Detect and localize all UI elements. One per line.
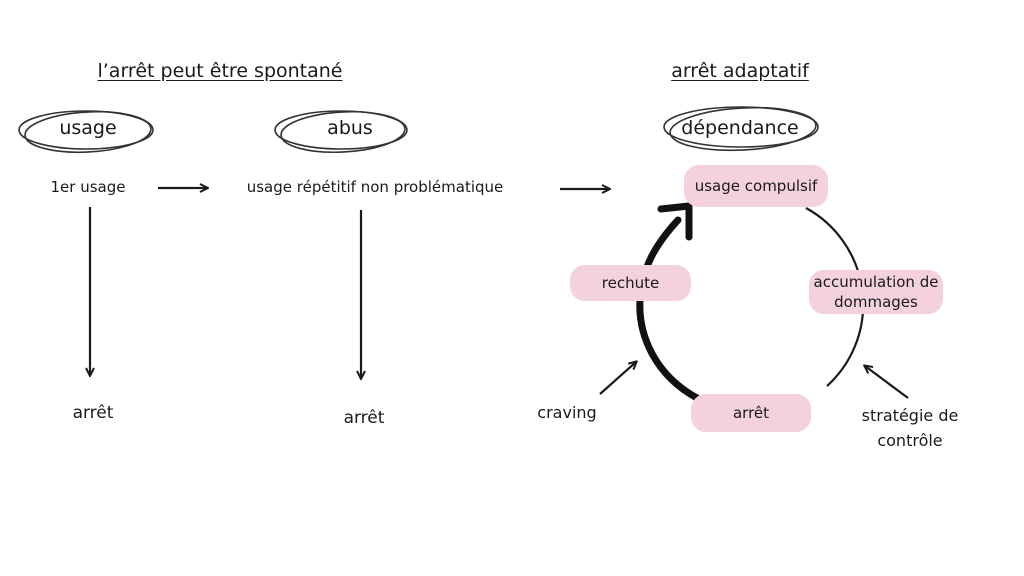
stage-dependance: dépendance [681,117,799,139]
cycle-node-stop-label: arrêt [732,404,770,422]
craving-label: craving [537,403,597,422]
cycle-arc-left [636,216,701,402]
cycle-node-compulsive-use-label: usage compulsif [694,177,818,195]
control-arrow [865,366,909,399]
stop-after-first-use: arrêt [72,403,114,423]
repeated-use-label: usage répétitif non problématique [246,178,504,196]
control-strategy-label: stratégie de contrôle [861,406,959,450]
craving-arrow [599,362,636,395]
cycle-arrowhead [657,202,693,241]
stage-abus: abus [327,117,373,139]
abus-ellipse [274,110,408,154]
cycle-node-damage-label: accumulation de dommages [813,273,939,311]
cycle-node-relapse: rechute [570,265,691,301]
stage-usage: usage [59,117,117,139]
dependance-ellipse [663,106,819,152]
stop-after-repeated-use: arrêt [343,408,385,428]
left-heading: l’arrêt peut être spontané [97,60,343,82]
cycle-node-damage: accumulation de dommages [809,270,943,314]
cycle-node-stop: arrêt [691,394,811,432]
first-use-label: 1er usage [50,178,126,196]
cycle-node-relapse-label: rechute [601,274,660,292]
right-heading: arrêt adaptatif [671,60,809,82]
cycle-node-compulsive-use: usage compulsif [684,165,828,207]
usage-ellipse [18,110,154,154]
